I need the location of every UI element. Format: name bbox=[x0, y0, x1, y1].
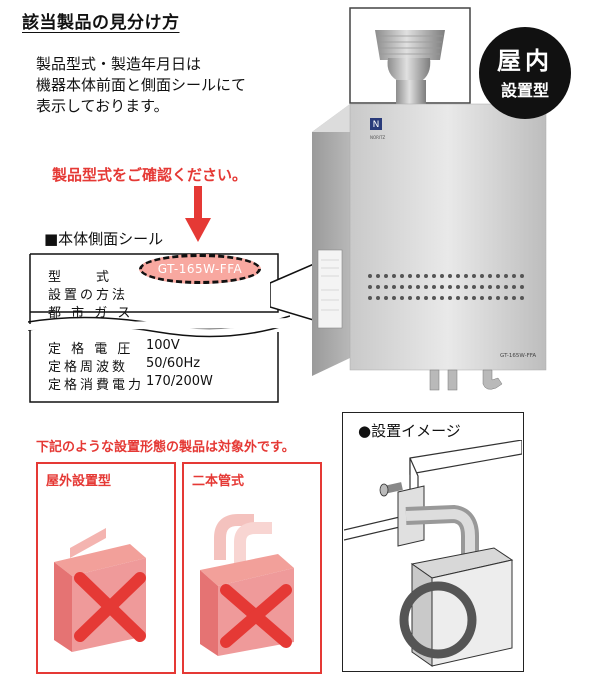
excluded-double-pipe-panel: 二本管式 bbox=[182, 462, 322, 674]
sticker-outline bbox=[28, 253, 290, 403]
spec-label: 定格周波数 bbox=[48, 360, 129, 375]
spec-value: 100V bbox=[146, 338, 180, 353]
down-arrow-icon bbox=[185, 186, 211, 242]
confirm-model-note: 製品型式をご確認ください。 bbox=[52, 166, 248, 184]
page-heading: 該当製品の見分け方 bbox=[22, 13, 180, 33]
description: 製品型式・製造年月日は 機器本体前面と側面シールにて 表示しております。 bbox=[36, 54, 246, 117]
spec-label: 設置の方法 bbox=[48, 288, 129, 303]
front-model-label: GT-165W-FFA bbox=[500, 353, 536, 359]
brand-sub: NORITZ bbox=[370, 135, 386, 140]
spec-label: 型 式 bbox=[48, 270, 113, 285]
install-image-title: ●設置イメージ bbox=[358, 422, 461, 440]
badge-line2: 設置型 bbox=[500, 81, 549, 100]
spec-label: 定 格 電 圧 bbox=[48, 342, 134, 357]
outdoor-unit-crossed-icon bbox=[54, 528, 146, 652]
spec-label: 定格消費電力 bbox=[48, 378, 145, 393]
spec-label: 都 市 ガ ス bbox=[48, 306, 134, 321]
vent-holes bbox=[368, 274, 524, 300]
double-pipe-unit-crossed-icon bbox=[200, 514, 294, 656]
indoor-install-badge: 屋内 設置型 bbox=[479, 27, 571, 119]
description-line: 機器本体前面と側面シールにて bbox=[36, 76, 247, 94]
model-number-highlight: GT-165W-FFA bbox=[139, 254, 261, 284]
exclusion-note: 下記のような設置形態の製品は対象外です。 bbox=[36, 440, 295, 455]
install-illustration bbox=[344, 440, 522, 667]
excluded-title: 二本管式 bbox=[192, 474, 245, 489]
spec-value: 170/200W bbox=[146, 374, 213, 389]
description-line: 表示しております。 bbox=[36, 97, 169, 115]
brand-mark: N bbox=[373, 120, 380, 130]
water-heater-image: N NORITZ GT-165W-FFA bbox=[312, 7, 550, 391]
sticker-spec-table: 型 式 設置の方法 都 市 ガ ス 定 格 電 圧 100V 定格周波数 50/… bbox=[28, 252, 290, 402]
spec-value: 50/60Hz bbox=[146, 356, 201, 371]
excluded-title: 屋外設置型 bbox=[46, 474, 112, 489]
excluded-outdoor-panel: 屋外設置型 bbox=[36, 462, 176, 674]
sticker-label: ■本体側面シール bbox=[44, 230, 164, 248]
description-line: 製品型式・製造年月日は bbox=[36, 55, 202, 73]
badge-line1: 屋内 bbox=[497, 47, 553, 75]
